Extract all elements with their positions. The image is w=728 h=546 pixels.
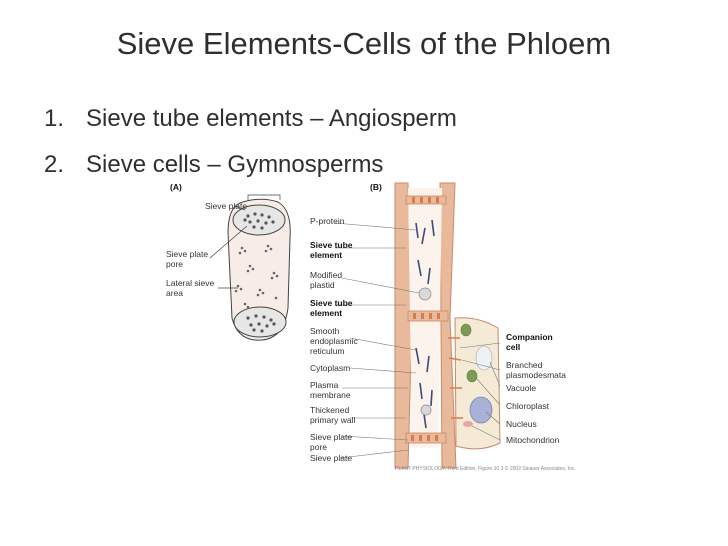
- bullet-text: Sieve cells – Gymnosperms: [86, 151, 384, 178]
- sieve-tube-drawing: [394, 182, 501, 469]
- figure-credit: PLANT PHYSIOLOGY, Third Edition, Figure …: [395, 465, 576, 472]
- label-lateral-sieve-area-2: area: [166, 288, 183, 298]
- label-cytoplasm: Cytoplasm: [310, 363, 350, 373]
- bullet-item: 1. Sieve tube elements – Angiosperm: [44, 96, 457, 142]
- label-modified-plastid-2: plastid: [310, 280, 335, 290]
- label-branched-plasmodesmata-1: Branched: [506, 360, 543, 370]
- label-branched-plasmodesmata-2: plasmodesmata: [506, 370, 566, 380]
- label-thickened-wall-1: Thickened: [310, 405, 349, 415]
- label-p-protein: P-protein: [310, 216, 345, 226]
- label-vacuole: Vacuole: [506, 383, 536, 393]
- panel-b-letter: (B): [370, 182, 382, 192]
- lateral-sieve-areas: [234, 244, 279, 309]
- label-sieve-plate-b: Sieve plate: [310, 453, 352, 463]
- sieve-plate-b-middle: [407, 310, 449, 322]
- label-sieve-plate-pore-b-2: pore: [310, 442, 327, 452]
- label-nucleus: Nucleus: [506, 419, 537, 429]
- label-modified-plastid-1: Modified: [310, 270, 342, 280]
- bullet-list: 1. Sieve tube elements – Angiosperm 2. Sie…: [44, 96, 457, 188]
- bullet-text: Sieve tube elements – Angiosperm: [86, 105, 457, 132]
- modified-plastid: [418, 287, 432, 301]
- sieve-plate-b-bottom: [405, 432, 447, 444]
- label-plasma-membrane-2: membrane: [310, 390, 351, 400]
- label-sieve-tube-element-2: element: [310, 250, 342, 260]
- p-protein-strands: [415, 219, 435, 429]
- label-sieve-tube-element-3: Sieve tube: [310, 298, 353, 308]
- panel-a-letter: (A): [170, 182, 182, 192]
- branched-plasmodesmata: [448, 337, 463, 419]
- chloroplast-shape: [466, 369, 478, 383]
- label-sieve-plate-pore-a-1: Sieve plate: [166, 249, 208, 259]
- sieve-cell-drawing: [227, 198, 291, 341]
- bullet-number: 2.: [44, 151, 65, 178]
- sieve-plate-bottom: [233, 306, 287, 338]
- label-ser-1: Smooth: [310, 326, 340, 336]
- label-companion-cell-1: Companion: [506, 332, 553, 342]
- label-ser-3: reticulum: [310, 346, 344, 356]
- label-mitochondrion: Mitochondrion: [506, 435, 560, 445]
- label-companion-cell-2: cell: [506, 342, 520, 352]
- label-sieve-plate-pore-a-2: pore: [166, 259, 183, 269]
- slide-title: Sieve Elements-Cells of the Phloem: [116, 26, 612, 61]
- label-chloroplast: Chloroplast: [506, 401, 550, 411]
- label-plasma-membrane-1: Plasma: [310, 380, 339, 390]
- phloem-figure: (A) Sieve plate Sieve plate pore Late: [150, 178, 590, 478]
- bullet-number: 1.: [44, 105, 65, 132]
- phloem-diagram: (A) Sieve plate Sieve plate pore Late: [166, 182, 576, 472]
- sieve-plate-b-top: [405, 195, 447, 205]
- label-thickened-wall-2: primary wall: [310, 415, 355, 425]
- label-ser-2: endoplasmic: [310, 336, 358, 346]
- panel-b-leader-lines: [334, 222, 501, 459]
- label-sieve-plate-a: Sieve plate: [205, 201, 247, 211]
- label-sieve-tube-element-1: Sieve tube: [310, 240, 353, 250]
- label-sieve-plate-pore-b-1: Sieve plate: [310, 432, 352, 442]
- label-lateral-sieve-area-1: Lateral sieve: [166, 278, 214, 288]
- companion-cell-shape: [454, 317, 501, 450]
- label-sieve-tube-element-4: element: [310, 308, 342, 318]
- vacuole-shape: [475, 345, 493, 371]
- nucleus-shape: [469, 396, 493, 424]
- bullet-item: 2. Sieve cells – Gymnosperms: [44, 142, 457, 188]
